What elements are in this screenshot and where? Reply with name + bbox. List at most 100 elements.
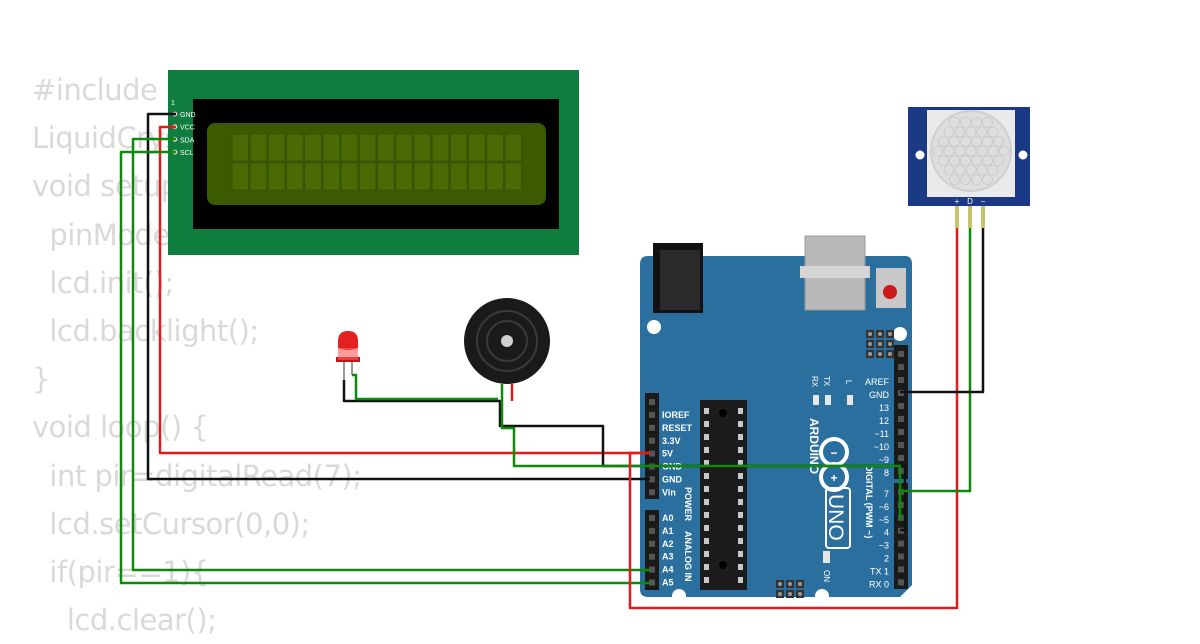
lcd-char-cell: [322, 162, 340, 191]
reset-button[interactable]: [883, 285, 897, 299]
fresnel-cell: [982, 136, 993, 147]
wire-lcd-gnd[interactable]: [146, 112, 650, 481]
arduino-brand: ARDUINO: [807, 418, 821, 474]
analog-pin-label: A0: [662, 513, 674, 523]
wire-lcd-sda[interactable]: [131, 137, 650, 572]
icsp-pin-tip: [888, 332, 892, 336]
fresnel-cell: [954, 164, 966, 176]
logo-ring-bottom: [819, 462, 849, 492]
header-socket[interactable]: [649, 450, 655, 457]
lcd-pin-label: SDA: [180, 137, 195, 144]
fresnel-cell: [987, 145, 999, 157]
header-socket[interactable]: [898, 455, 904, 461]
header-socket[interactable]: [898, 364, 904, 370]
rx-led: [813, 395, 819, 405]
chip-pin-left: [704, 408, 709, 414]
wire-lcd-vcc[interactable]: [158, 125, 650, 455]
fresnel-cell: [982, 117, 993, 128]
icsp-pin-tip: [798, 582, 802, 586]
wire-pir-gnd[interactable]: [900, 228, 985, 394]
header-socket[interactable]: [898, 429, 904, 435]
header-socket[interactable]: [649, 489, 655, 496]
digital-pin-label: ~5: [879, 515, 889, 525]
header-socket[interactable]: [898, 351, 904, 357]
tx-led: [825, 395, 831, 405]
digital-pin-label: 2: [884, 554, 889, 564]
chip-pin-right: [738, 460, 743, 466]
header-socket[interactable]: [898, 579, 904, 586]
chip-pin-right: [738, 525, 743, 531]
header-socket[interactable]: [649, 527, 655, 534]
header-socket[interactable]: [649, 476, 655, 483]
wire-pir-out[interactable]: [900, 228, 972, 493]
lcd-char-cell: [286, 162, 304, 191]
header-socket[interactable]: [649, 566, 655, 573]
digital-pin-label: 12: [879, 416, 889, 426]
chip-pin-left: [704, 564, 709, 570]
chip-pin-left: [704, 434, 709, 440]
header-socket[interactable]: [649, 411, 655, 418]
header-socket[interactable]: [898, 442, 904, 448]
icsp-pin-tip: [788, 582, 792, 586]
chip-pin-right: [738, 551, 743, 557]
pir-pin-labels: + D −: [955, 197, 986, 206]
red-led[interactable]: [336, 331, 360, 380]
pir-mount-hole-left: [915, 150, 925, 160]
analog-pin-label: A3: [662, 552, 674, 562]
header-socket[interactable]: [649, 579, 655, 586]
chip-pin-right: [738, 564, 743, 570]
chip-pin-right: [738, 408, 743, 414]
wire-lcd-scl[interactable]: [119, 150, 650, 585]
header-socket[interactable]: [649, 515, 655, 521]
fresnel-cell: [960, 174, 971, 185]
led-body: [338, 348, 358, 360]
header-socket[interactable]: [649, 553, 655, 560]
header-socket[interactable]: [898, 377, 904, 383]
icsp-pin-tip: [778, 592, 782, 596]
power-pin-label: Vin: [662, 487, 676, 497]
wire-buzzer-signal[interactable]: [500, 384, 902, 520]
power-pin-label: IOREF: [662, 410, 690, 420]
header-socket[interactable]: [898, 566, 904, 573]
fresnel-cell: [932, 145, 944, 157]
header-socket[interactable]: [898, 416, 904, 422]
header-socket[interactable]: [898, 553, 904, 560]
header-socket[interactable]: [649, 424, 655, 431]
code-line: lcd.init();: [32, 265, 174, 300]
lcd-char-cell: [231, 133, 249, 162]
uno-badge: [825, 487, 851, 549]
code-line: void loop() {: [32, 410, 209, 445]
chip-pin-left: [704, 577, 709, 583]
buzzer-center: [501, 335, 513, 347]
analog-header: [645, 510, 659, 590]
icsp-pin-tip: [878, 352, 882, 356]
wire-pir-vcc[interactable]: [628, 228, 959, 610]
header-socket[interactable]: [649, 399, 655, 405]
fresnel-cell: [954, 126, 966, 138]
power-pin-label: 3.3V: [662, 436, 681, 446]
chip-pin-right: [738, 486, 743, 492]
fresnel-cell: [993, 136, 1004, 147]
header-socket[interactable]: [649, 437, 655, 444]
wire-led-gnd[interactable]: [342, 380, 907, 532]
digital-pin-label: ~3: [879, 541, 889, 551]
chip-pin-right: [738, 434, 743, 440]
usb-port-flange: [800, 266, 870, 278]
lcd-pin-label: SCL: [180, 150, 194, 157]
lcd-char-cell: [431, 133, 450, 162]
on-led-label: ON: [822, 570, 831, 582]
buzzer[interactable]: [464, 298, 550, 384]
pir-sensor[interactable]: + D −: [908, 107, 1030, 228]
wire-led-signal[interactable]: [352, 373, 498, 401]
uno-model: UNO: [824, 494, 847, 541]
header-socket[interactable]: [898, 540, 904, 547]
header-socket[interactable]: [649, 540, 655, 547]
digital-pin-label: GND: [869, 390, 890, 400]
digital-pin-label: ~6: [879, 502, 889, 512]
header-socket[interactable]: [898, 403, 904, 409]
lcd-pin-one-label: 1: [171, 100, 175, 107]
fresnel-cell: [949, 155, 960, 166]
